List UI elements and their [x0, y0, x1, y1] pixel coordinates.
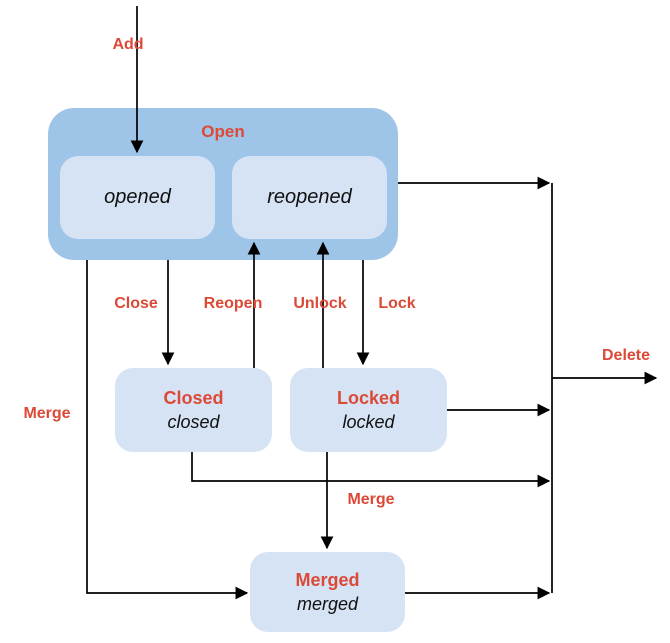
state-merged-title: Merged — [295, 570, 360, 590]
state-closed: Closed closed — [115, 368, 272, 452]
state-closed-title: Closed — [163, 388, 224, 408]
transition-label-lock: Lock — [378, 295, 416, 312]
transition-label-merge-bottom: Merge — [347, 491, 395, 508]
transition-label-delete: Delete — [601, 347, 651, 364]
state-open-label: Open — [201, 122, 245, 141]
transition-label-close: Close — [114, 295, 158, 312]
arrow-closed-to-delete — [191, 452, 551, 488]
state-reopened: reopened — [232, 156, 387, 239]
state-closed-subtitle: closed — [167, 412, 220, 432]
state-reopened-label: reopened — [267, 186, 352, 208]
transition-label-reopen: Reopen — [203, 295, 263, 312]
state-merged-subtitle: merged — [296, 594, 359, 614]
state-merged: Merged merged — [250, 552, 405, 632]
state-locked-subtitle: locked — [342, 412, 395, 432]
state-locked-title: Locked — [336, 388, 401, 408]
state-open-group: Open opened reopened — [48, 108, 398, 260]
state-locked: Locked locked — [290, 368, 447, 452]
transition-label-unlock: Unlock — [293, 295, 347, 312]
state-opened: opened — [60, 156, 215, 239]
transition-label-add: Add — [112, 36, 144, 53]
state-opened-label: opened — [104, 186, 171, 208]
transition-label-merge-left: Merge — [23, 405, 71, 422]
